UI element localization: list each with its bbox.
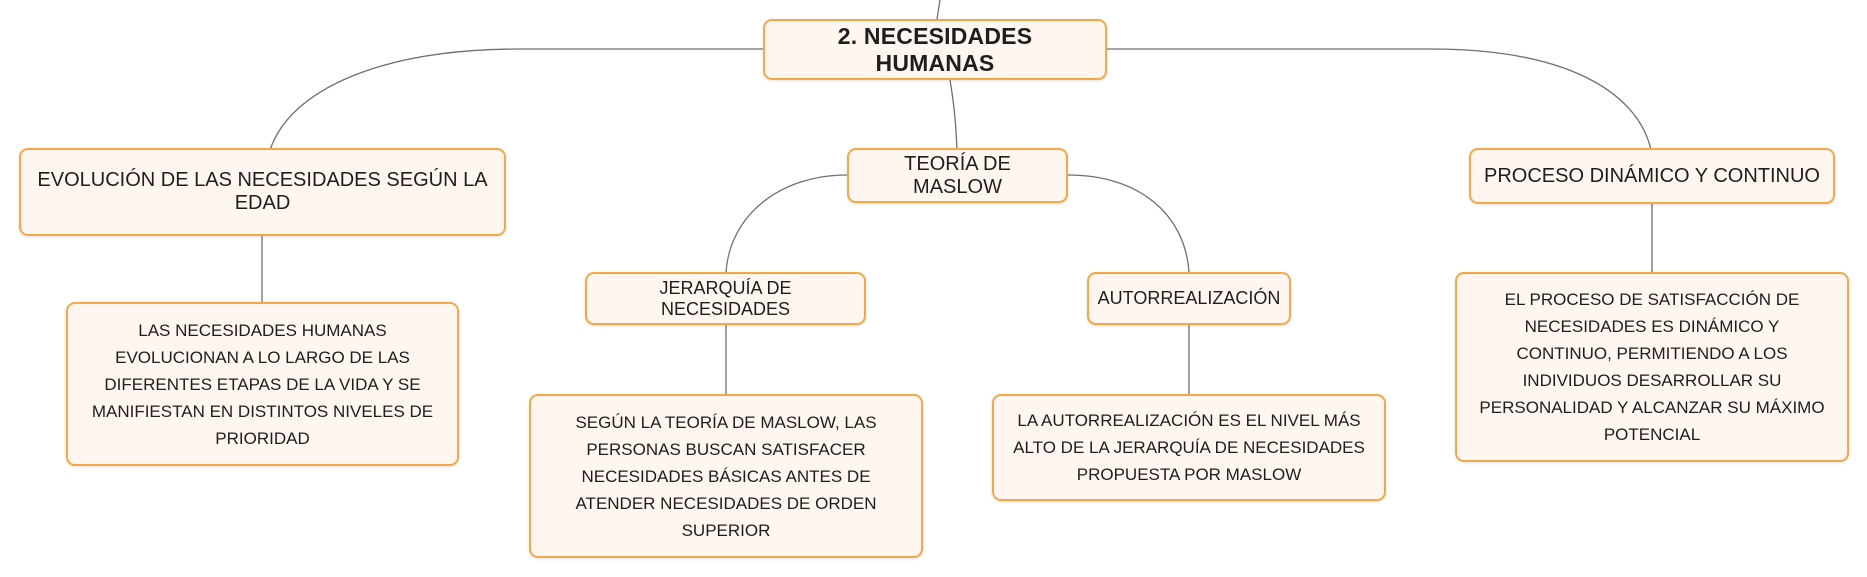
connector-root-proceso xyxy=(1107,48,1652,151)
node-evolucion[interactable]: EVOLUCIÓN DE LAS NECESIDADES SEGÚN LA ED… xyxy=(19,148,506,236)
connector-root-evolucion xyxy=(269,48,763,151)
node-evolucion-label: EVOLUCIÓN DE LAS NECESIDADES SEGÚN LA ED… xyxy=(37,169,488,214)
detail-proceso[interactable]: EL PROCESO DE SATISFACCIÓN DE NECESIDADE… xyxy=(1455,272,1849,462)
connector-maslow-jerarquia xyxy=(725,174,848,273)
node-teoria-maslow[interactable]: TEORÍA DE MASLOW xyxy=(847,148,1068,203)
detail-jerarquia-text: SEGÚN LA TEORÍA DE MASLOW, LAS PERSONAS … xyxy=(575,412,877,540)
connector-root-maslow xyxy=(949,79,958,151)
detail-evolucion-text: LAS NECESIDADES HUMANAS EVOLUCIONAN A LO… xyxy=(91,320,434,448)
detail-autorrealizacion-text: LA AUTORREALIZACIÓN ES EL NIVEL MÁS ALTO… xyxy=(1013,411,1365,484)
root-node-label: 2. NECESIDADES HUMANAS xyxy=(837,22,1033,76)
detail-evolucion[interactable]: LAS NECESIDADES HUMANAS EVOLUCIONAN A LO… xyxy=(66,302,459,466)
root-node[interactable]: 2. NECESIDADES HUMANAS xyxy=(763,19,1107,80)
node-proceso-label: PROCESO DINÁMICO Y CONTINUO xyxy=(1484,164,1820,187)
detail-proceso-text: EL PROCESO DE SATISFACCIÓN DE NECESIDADE… xyxy=(1479,290,1825,444)
connector-incoming xyxy=(936,0,941,20)
node-autorrealizacion[interactable]: AUTORREALIZACIÓN xyxy=(1087,272,1291,325)
connector-maslow-autorrealizacion xyxy=(1067,174,1190,273)
node-jerarquia[interactable]: JERARQUÍA DE NECESIDADES xyxy=(585,272,866,325)
node-autorrealizacion-label: AUTORREALIZACIÓN xyxy=(1097,288,1281,308)
node-proceso[interactable]: PROCESO DINÁMICO Y CONTINUO xyxy=(1469,148,1835,204)
detail-jerarquia[interactable]: SEGÚN LA TEORÍA DE MASLOW, LAS PERSONAS … xyxy=(529,394,923,558)
detail-autorrealizacion[interactable]: LA AUTORREALIZACIÓN ES EL NIVEL MÁS ALTO… xyxy=(992,394,1386,501)
node-teoria-maslow-label: TEORÍA DE MASLOW xyxy=(904,152,1011,198)
node-jerarquia-label: JERARQUÍA DE NECESIDADES xyxy=(659,277,792,319)
